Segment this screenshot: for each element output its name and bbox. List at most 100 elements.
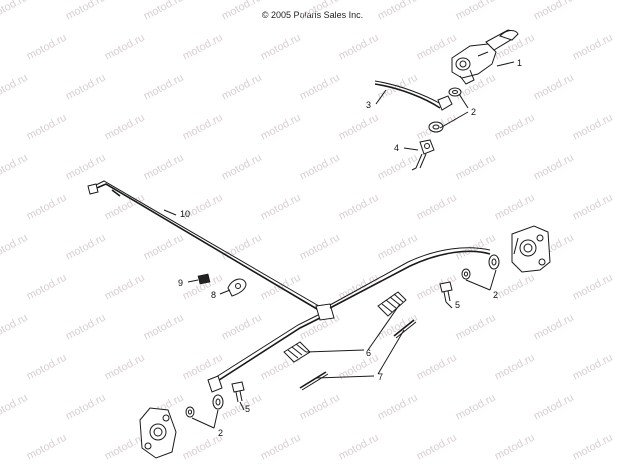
- watermark-text: motod.ru: [376, 232, 420, 263]
- watermark-text: motod.ru: [298, 152, 342, 183]
- watermark-text: motod.ru: [103, 272, 147, 303]
- watermark-text: motod.ru: [571, 32, 615, 63]
- watermark-text: motod.ru: [259, 32, 303, 63]
- copyright-text: © 2005 Polaris Sales Inc.: [261, 10, 364, 20]
- watermark-text: motod.ru: [532, 72, 576, 103]
- watermark-text: motod.ru: [142, 72, 186, 103]
- watermark-text: motod.ru: [142, 0, 186, 23]
- watermark-text: motod.ru: [337, 192, 381, 223]
- callout-9: 9: [178, 278, 183, 288]
- caliper-left: [139, 407, 177, 459]
- banjo-bolt: [411, 139, 435, 171]
- master-cylinder: [451, 29, 519, 85]
- clamp: [227, 278, 247, 297]
- watermark-text: motod.ru: [493, 432, 537, 463]
- callout-2-right: 2: [493, 290, 498, 300]
- watermark-text: motod.ru: [0, 392, 30, 423]
- watermark-text: motod.ru: [376, 152, 420, 183]
- watermark-text: motod.ru: [337, 352, 381, 383]
- watermark-text: motod.ru: [493, 112, 537, 143]
- leader-lines: [163, 61, 515, 429]
- watermark-text: motod.ru: [142, 312, 186, 343]
- watermark-text: motod.ru: [298, 72, 342, 103]
- watermark-text: motod.ru: [454, 392, 498, 423]
- watermark-text: motod.ru: [64, 152, 108, 183]
- brake-line-splitter: [207, 247, 491, 393]
- watermark-text: motod.ru: [415, 192, 459, 223]
- watermark-text: motod.ru: [142, 152, 186, 183]
- watermark-text: motod.ru: [337, 112, 381, 143]
- callout-labels: 1 2 3 4 10 9 8 5 2 6 7 5 2: [178, 58, 522, 438]
- watermark-text: motod.ru: [25, 32, 69, 63]
- watermark-text: motod.ru: [337, 432, 381, 463]
- watermark-text: motod.ru: [454, 0, 498, 23]
- sleeve-upper: [377, 291, 407, 317]
- watermark-text: motod.ru: [0, 232, 30, 263]
- watermark-text: motod.ru: [25, 192, 69, 223]
- watermark-text: motod.ru: [0, 312, 30, 343]
- watermark-text: motod.ru: [25, 112, 69, 143]
- callout-6: 6: [366, 348, 371, 358]
- bolt-left: [231, 381, 245, 403]
- clip-strips: [299, 319, 417, 391]
- watermark-text: motod.ru: [142, 232, 186, 263]
- callout-5-right: 5: [455, 300, 460, 310]
- watermark-text: motod.ru: [64, 72, 108, 103]
- watermark-text: motod.ru: [220, 0, 264, 23]
- watermark-text: motod.ru: [571, 192, 615, 223]
- brake-hose-upper: [374, 80, 453, 111]
- watermark-text: motod.ru: [571, 112, 615, 143]
- watermark-text: motod.ru: [64, 0, 108, 23]
- watermark-text: motod.ru: [298, 0, 342, 23]
- watermark-text: motod.ru: [220, 312, 264, 343]
- watermark-text: motod.ru: [571, 352, 615, 383]
- watermark-text: motod.ru: [298, 392, 342, 423]
- callout-1: 1: [517, 58, 522, 68]
- callout-3: 3: [366, 100, 371, 110]
- watermark-text: motod.ru: [376, 392, 420, 423]
- callout-8: 8: [211, 290, 216, 300]
- watermark-text: motod.ru: [103, 432, 147, 463]
- watermark-text: motod.ru: [220, 392, 264, 423]
- watermark-text: motod.ru: [415, 432, 459, 463]
- callout-7: 7: [378, 372, 383, 382]
- watermark-text: motod.ru: [532, 152, 576, 183]
- watermark-text: motod.ru: [532, 312, 576, 343]
- caliper-right: [511, 225, 551, 273]
- watermark-text: motod.ru: [415, 272, 459, 303]
- watermark-text: motod.ru: [0, 72, 30, 103]
- watermark-text: motod.ru: [0, 0, 30, 23]
- watermark-text: motod.ru: [415, 352, 459, 383]
- callout-2-left: 2: [218, 428, 223, 438]
- watermark-text: motod.ru: [103, 192, 147, 223]
- watermark-text: motod.ru: [298, 232, 342, 263]
- watermark-text: motod.ru: [0, 152, 30, 183]
- washers-left: [185, 394, 224, 418]
- watermark-text: motod.ru: [181, 32, 225, 63]
- watermark-text: motod.ru: [259, 432, 303, 463]
- watermark-text: motod.ru: [571, 432, 615, 463]
- callout-2-top: 2: [471, 107, 476, 117]
- watermark-text: motod.ru: [103, 352, 147, 383]
- watermark-text: motod.ru: [532, 392, 576, 423]
- watermark-text: motod.ru: [493, 272, 537, 303]
- watermark-text: motod.ru: [220, 152, 264, 183]
- callout-4: 4: [394, 143, 399, 153]
- watermark-text: motod.ru: [259, 192, 303, 223]
- watermark-text: motod.ru: [376, 0, 420, 23]
- watermark-text: motod.ru: [64, 312, 108, 343]
- watermark-text: motod.ru: [376, 312, 420, 343]
- watermark-text: motod.ru: [571, 272, 615, 303]
- washers-right: [461, 254, 500, 280]
- watermark-text: motod.ru: [493, 352, 537, 383]
- callout-5-left: 5: [245, 404, 250, 414]
- watermark-text: motod.ru: [181, 112, 225, 143]
- watermark-text: motod.ru: [259, 112, 303, 143]
- bolt-right: [439, 281, 453, 303]
- watermark-text: motod.ru: [337, 32, 381, 63]
- callout-10: 10: [180, 209, 190, 219]
- watermark-text: motod.ru: [103, 32, 147, 63]
- watermark-text: motod.ru: [493, 192, 537, 223]
- watermark-text: motod.ru: [64, 232, 108, 263]
